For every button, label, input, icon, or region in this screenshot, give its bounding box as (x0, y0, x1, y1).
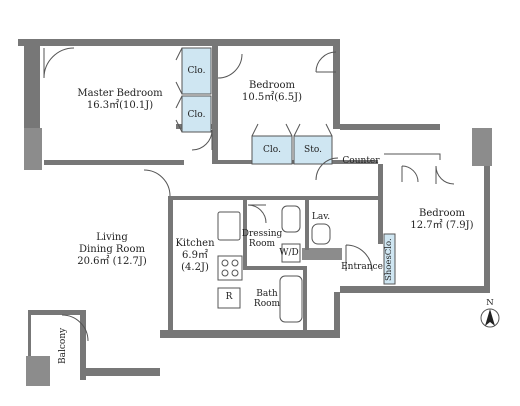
counter-label: Counter (342, 156, 380, 166)
storage-units (181, 47, 396, 285)
room-area: 20.6㎡ (12.7J) (77, 256, 147, 267)
entrance-label: Entrance (341, 262, 383, 272)
structural-columns (24, 128, 492, 386)
room-name: Master Bedroom (77, 88, 163, 99)
closet-doors (175, 47, 333, 137)
room-name: Bedroom (249, 80, 295, 91)
room-name-line1: Dressing (241, 229, 283, 239)
bath-room-label: Bath Room (250, 289, 284, 309)
refrigerator-label: R (225, 292, 233, 302)
bedroom-right-label: Bedroom 12.7㎡ (7.9J) (404, 208, 480, 232)
dressing-room-label: Dressing Room (240, 229, 284, 249)
closet-2-label: Clo. (187, 110, 206, 120)
kitchen-label: Kitchen 6.9㎡ (4.2J) (172, 238, 218, 274)
room-name-line2: Room (248, 239, 276, 249)
closet-3-label: Clo. (263, 145, 281, 155)
living-dining-label: Living Dining Room 20.6㎡ (12.7J) (66, 232, 158, 268)
closet-1-label: Clo. (187, 66, 206, 76)
master-bedroom-label: Master Bedroom 16.3㎡(10.1J) (70, 88, 170, 112)
room-area: 10.5㎡(6.5J) (242, 92, 302, 103)
room-name-line2: Dining Room (79, 244, 145, 255)
door-swings (43, 47, 455, 342)
room-name: Bedroom (419, 208, 465, 219)
lavatory-label: Lav. (311, 212, 331, 222)
bedroom-top-label: Bedroom 10.5㎡(6.5J) (236, 80, 308, 104)
room-area-line1: 6.9㎡ (182, 250, 208, 261)
room-name: Kitchen (175, 238, 215, 249)
room-name-line2: Room (253, 299, 281, 309)
fixtures (217, 153, 441, 323)
storage-label: Sto. (304, 145, 322, 155)
washer-dryer-label: W/D (279, 248, 299, 258)
room-area-line2: (4.2J) (181, 262, 209, 273)
compass-north-label: N (486, 298, 494, 308)
room-area: 12.7㎡ (7.9J) (410, 220, 474, 231)
balcony-label: Balcony (58, 327, 68, 365)
room-name-line1: Bath (256, 289, 278, 299)
shoes-closet-label: ShoesClo. (384, 238, 394, 282)
room-area: 16.3㎡(10.1J) (86, 100, 154, 111)
room-name-line1: Living (96, 232, 128, 243)
compass-arrow-icon (480, 308, 500, 328)
